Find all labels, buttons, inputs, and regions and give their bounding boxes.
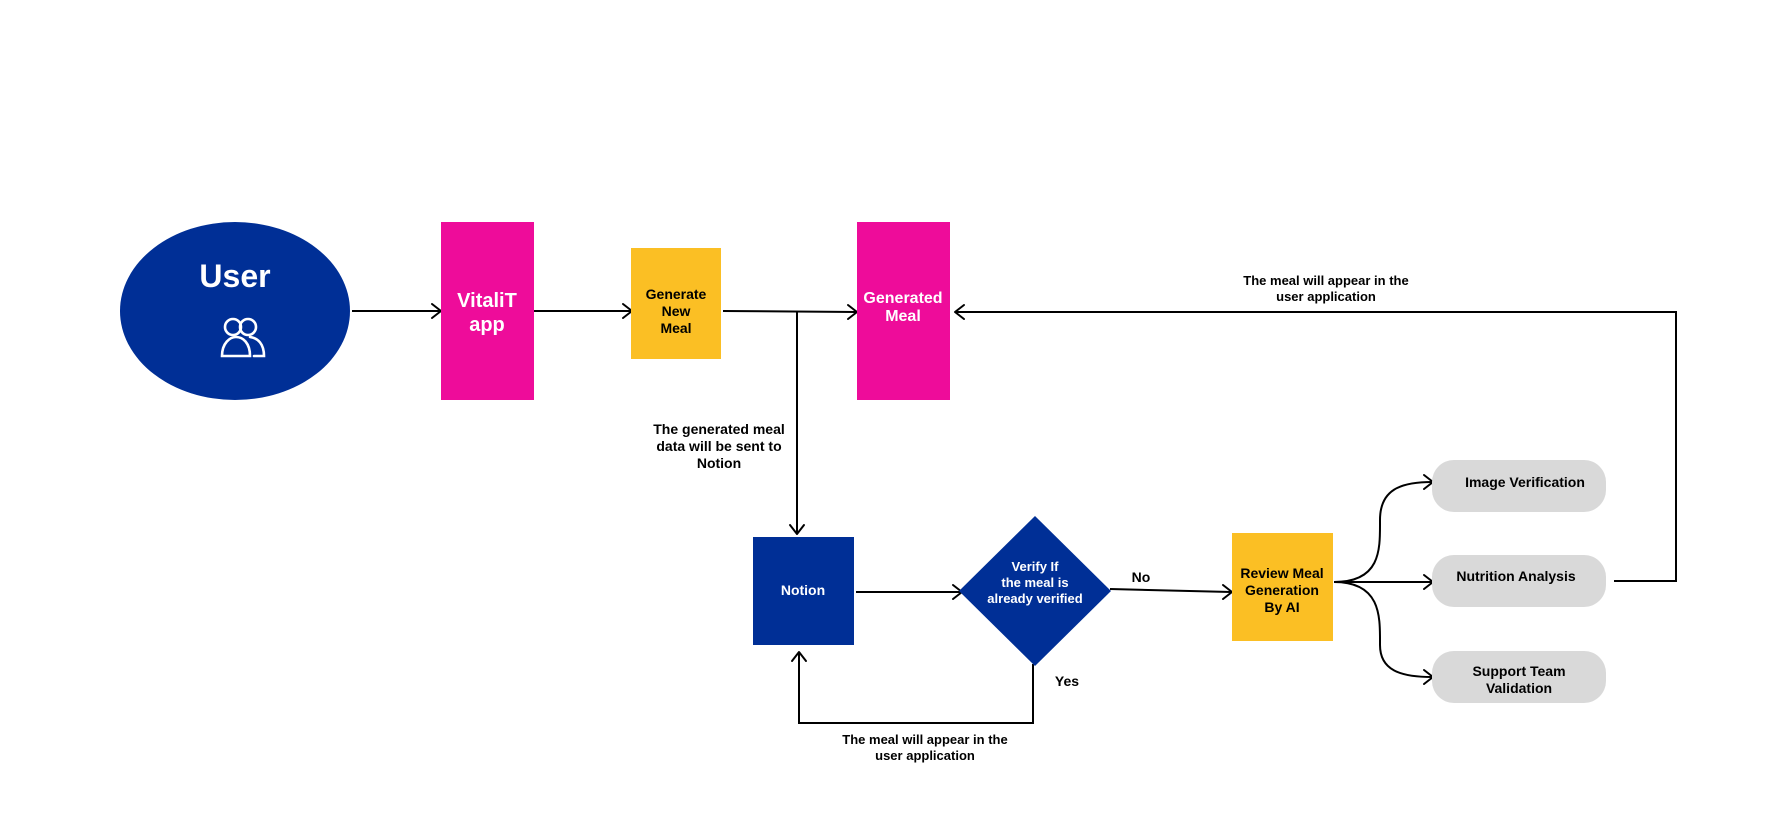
label-appear-top-line2: user application <box>1276 289 1376 304</box>
notion-label: Notion <box>781 582 825 598</box>
generate-label-line3: Meal <box>660 320 691 336</box>
verify-label-line1: Verify If <box>1012 559 1060 574</box>
label-appear-bottom-line2: user application <box>875 748 975 763</box>
verify-label-line3: already verified <box>987 591 1082 606</box>
verify-decision-node: Verify If the meal is already verified <box>959 516 1111 666</box>
support-team-node: Support Team Validation <box>1432 651 1606 703</box>
generated-label-line1: Generated <box>863 290 942 307</box>
vitalit-label-line1: VitaliT <box>457 290 517 312</box>
users-icon <box>220 317 266 358</box>
arrowhead <box>791 651 807 662</box>
image-verification-label: Image Verification <box>1465 474 1585 490</box>
label-sent-line2: data will be sent to <box>656 438 781 454</box>
review-label-line3: By AI <box>1264 599 1299 615</box>
label-appear-bottom-line1: The meal will appear in the <box>842 732 1007 747</box>
generate-label-line1: Generate <box>646 286 707 302</box>
edge-verify-to-review <box>1109 588 1232 593</box>
edge-verify-yes-to-notion <box>798 652 1034 724</box>
label-yes: Yes <box>1055 673 1079 689</box>
label-appear-bottom: The meal will appear in the user applica… <box>842 732 1007 763</box>
arrowhead <box>789 524 805 535</box>
image-verification-node: Image Verification <box>1432 460 1606 512</box>
user-ellipse <box>120 222 350 400</box>
label-sent-line1: The generated meal <box>653 421 785 437</box>
edge-review-to-support <box>1333 581 1433 678</box>
edge-nutrition-to-generated <box>956 311 1677 582</box>
edge-generate-to-generated <box>722 310 857 313</box>
review-label-line2: Generation <box>1245 582 1319 598</box>
generate-new-meal-node: Generate New Meal <box>631 248 721 359</box>
support-team-label-line1: Support Team <box>1472 663 1565 679</box>
label-no: No <box>1132 569 1151 585</box>
support-team-label-line2: Validation <box>1486 680 1552 696</box>
label-sent-to-notion: The generated meal data will be sent to … <box>653 421 785 471</box>
generate-label-line2: New <box>662 303 691 319</box>
generated-label-line2: Meal <box>885 308 921 325</box>
edge-review-to-image <box>1333 481 1433 583</box>
user-node: User <box>120 222 350 400</box>
label-appear-top: The meal will appear in the user applica… <box>1243 273 1408 304</box>
notion-node: Notion <box>753 537 854 645</box>
label-appear-top-line1: The meal will appear in the <box>1243 273 1408 288</box>
nutrition-analysis-label: Nutrition Analysis <box>1456 568 1575 584</box>
generated-meal-node: Generated Meal <box>857 222 950 400</box>
user-label: User <box>199 258 270 294</box>
nutrition-analysis-node: Nutrition Analysis <box>1432 555 1606 607</box>
vitalit-app-node: VitaliT app <box>441 222 534 400</box>
arrowhead <box>954 304 965 320</box>
vitalit-label-line2: app <box>469 314 505 336</box>
verify-label-line2: the meal is <box>1001 575 1068 590</box>
review-label-line1: Review Meal <box>1240 565 1323 581</box>
label-sent-line3: Notion <box>697 455 741 471</box>
review-meal-node: Review Meal Generation By AI <box>1232 533 1333 641</box>
